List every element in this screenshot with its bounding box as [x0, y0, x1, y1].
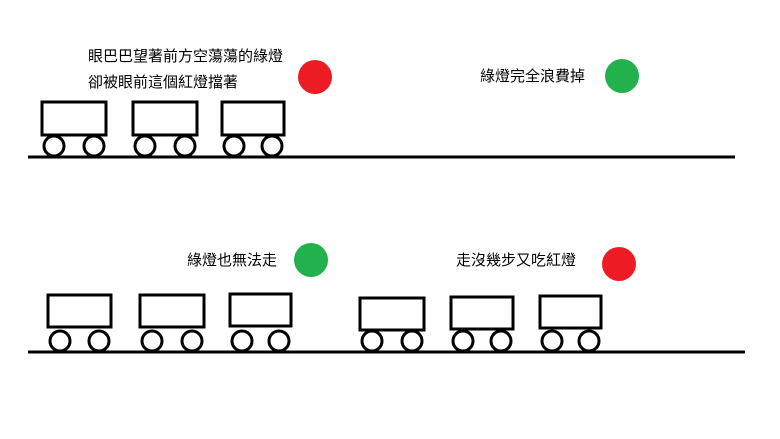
- caption-panel1-line1: 眼巴巴望著前方空蕩蕩的綠燈: [88, 47, 284, 65]
- caption-panel1-line2: 卻被眼前這個紅燈擋著: [88, 73, 239, 91]
- car-panel4-3-body: [538, 294, 603, 330]
- car-panel1-3-wheel-front: [222, 134, 246, 158]
- car-panel1-2-body: [131, 100, 199, 137]
- caption-panel4: 走沒幾步又吃紅燈: [456, 251, 577, 269]
- car-panel4-1-body: [358, 296, 426, 332]
- car-panel4-2-body: [449, 295, 515, 331]
- traffic-light-panel4: [602, 247, 636, 281]
- car-panel3-1-wheel-front: [48, 329, 72, 353]
- car-panel1-2-wheel-rear: [173, 134, 197, 158]
- car-panel4-2-wheel-front: [451, 329, 475, 353]
- car-panel4-1-wheel-rear: [400, 329, 424, 353]
- car-panel1-2-wheel-front: [133, 134, 157, 158]
- car-panel3-3-wheel-front: [230, 329, 254, 353]
- car-panel4-3-wheel-rear: [577, 329, 601, 353]
- traffic-light-panel3: [294, 243, 328, 277]
- car-panel3-2-wheel-front: [140, 329, 164, 353]
- car-panel1-3-body: [220, 100, 286, 137]
- car-panel3-2-body: [138, 293, 206, 329]
- caption-panel2: 綠燈完全浪費掉: [480, 67, 586, 85]
- car-panel1-1-wheel-front: [42, 134, 66, 158]
- car-panel1-1-wheel-rear: [82, 134, 106, 158]
- car-panel4-1-wheel-front: [360, 329, 384, 353]
- car-panel3-2-wheel-rear: [180, 329, 204, 353]
- car-panel3-3-wheel-rear: [267, 329, 291, 353]
- car-panel3-1-wheel-rear: [87, 329, 111, 353]
- car-panel3-3-body: [228, 292, 293, 328]
- caption-panel3: 綠燈也無法走: [187, 251, 278, 269]
- car-panel1-1-body: [40, 100, 108, 137]
- car-panel4-2-wheel-rear: [489, 329, 513, 353]
- car-panel4-3-wheel-front: [540, 329, 564, 353]
- car-panel3-1-body: [46, 293, 113, 329]
- traffic-light-panel1: [298, 60, 332, 94]
- car-panel1-3-wheel-rear: [260, 134, 284, 158]
- traffic-light-panel2: [605, 59, 639, 93]
